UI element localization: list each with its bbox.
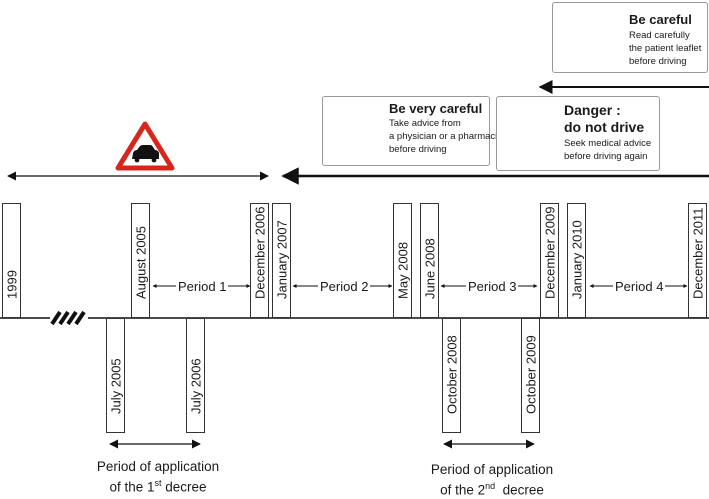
level3-line: before driving again — [564, 151, 648, 162]
level3-badge: LEVEL 3 — [511, 147, 552, 156]
date-label: August 2005 — [133, 225, 148, 299]
decree2-caption: Period of application of the 2nd decree — [412, 461, 572, 499]
period-4-label: Period 4 — [613, 279, 666, 294]
level3-line: Seek medical advice — [564, 138, 652, 149]
date-label: July 2005 — [108, 358, 123, 414]
level2-panel: Be very careful Take advice from a physi… — [322, 96, 505, 166]
date-label: May 2008 — [395, 241, 410, 299]
level2-line: a physician or a pharmacist — [389, 131, 505, 142]
decree1-line1: Period of application — [96, 459, 220, 474]
date-box-january-2007: January 2007 — [272, 203, 291, 318]
date-label: December 2011 — [690, 207, 705, 299]
date-box-december-2009: December 2009 — [540, 203, 559, 318]
level2-line: before driving — [389, 144, 447, 155]
date-box-may-2008: May 2008 — [393, 203, 412, 318]
decree1-caption: Period of application of the 1st decree — [78, 458, 238, 496]
decree2-suffix: decree — [495, 482, 544, 498]
level3-panel: Danger : do not drive Seek medical advic… — [496, 96, 660, 171]
date-box-july-2006: July 2006 — [186, 318, 205, 433]
date-label: 1999 — [4, 270, 19, 299]
date-label: October 2008 — [444, 335, 459, 414]
date-label: December 2006 — [252, 206, 267, 300]
decree2-sup: nd — [485, 481, 496, 491]
decree2-prefix: of the 2 — [440, 482, 486, 498]
hatched-break — [50, 310, 88, 326]
date-box-january-2010: January 2010 — [567, 203, 586, 318]
level1-title: Be careful — [629, 12, 692, 27]
date-label: January 2010 — [569, 220, 584, 299]
level1-line: Read carefully — [629, 30, 690, 41]
level2-badge: LEVEL 2 — [337, 147, 378, 156]
date-box-october-2008: October 2008 — [442, 318, 461, 433]
date-label: July 2006 — [188, 358, 203, 414]
period-2-label: Period 2 — [318, 279, 371, 294]
date-box-december-2011: December 2011 — [688, 203, 707, 318]
period-3-label: Period 3 — [466, 279, 519, 294]
decree1-suffix: decree — [161, 479, 207, 495]
level2-title: Be very careful — [389, 101, 483, 116]
level3-title: do not drive — [564, 119, 645, 135]
decree2-line2: of the 2nd decree — [412, 478, 572, 499]
date-label: December 2009 — [542, 206, 557, 300]
date-box-june-2008: June 2008 — [420, 203, 439, 318]
date-box-1999: 1999 — [2, 203, 21, 318]
car-warning-triangle-icon — [115, 121, 175, 171]
decree1-sup: st — [154, 478, 162, 488]
decree1-line2: of the 1st decree — [78, 475, 238, 496]
level3-title: Danger : — [564, 102, 621, 118]
level1-line: before driving — [629, 56, 687, 67]
date-label: January 2007 — [274, 220, 289, 299]
decree1-prefix: of the 1 — [109, 479, 155, 495]
date-box-july-2005: July 2005 — [106, 318, 125, 433]
decree2-line1: Period of application — [430, 462, 554, 477]
date-box-december-2006: December 2006 — [250, 203, 269, 318]
date-box-october-2009: October 2009 — [521, 318, 540, 433]
period-1-label: Period 1 — [176, 279, 229, 294]
level2-line: Take advice from — [389, 118, 461, 129]
date-box-august-2005: August 2005 — [131, 203, 150, 318]
date-label: October 2009 — [523, 335, 538, 414]
level1-badge: LEVEL 1 — [574, 56, 614, 65]
level1-panel: Be careful Read carefully the patient le… — [552, 2, 708, 73]
level1-line: the patient leaflet — [629, 43, 702, 54]
date-label: June 2008 — [422, 238, 437, 299]
